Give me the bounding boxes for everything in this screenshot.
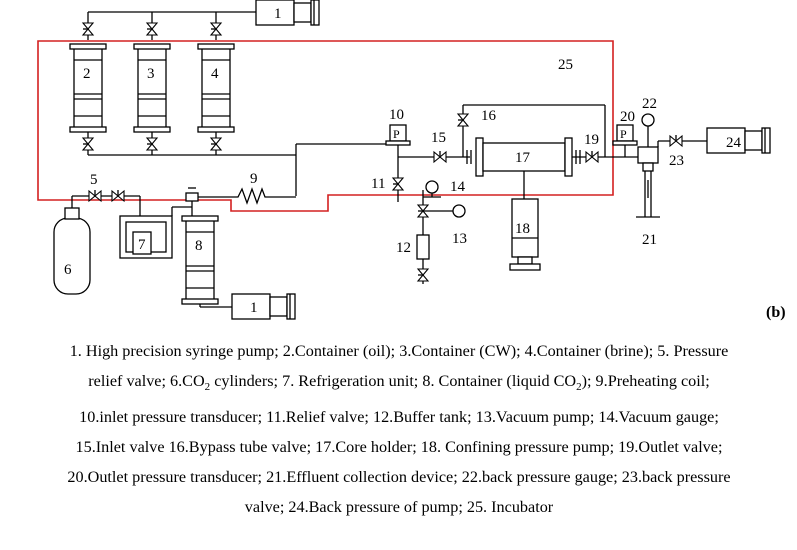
caption-line-5: 20.Outlet pressure transducer; 21.Efflue…: [67, 468, 731, 487]
caption-line-2: relief valve; 6.CO2 cylinders; 7. Refrig…: [88, 372, 710, 394]
syringe-pump-bottom: [231, 293, 296, 320]
vacuum-gauge: [425, 180, 439, 194]
label-confining-pump: 18: [515, 221, 530, 237]
confining-pressure-pump: [509, 198, 541, 271]
label-back-pressure-pump: 24: [726, 135, 742, 151]
label-back-pressure-valve: 23: [669, 153, 684, 169]
back-pressure-gauge: [641, 113, 655, 127]
experimental-setup-diagram: 1 2 3 4 6 5 7 8: [37, 0, 771, 320]
label-bypass-valve: 16: [481, 108, 497, 124]
caption-line-4: 15.Inlet valve 16.Bypass tube valve; 17.…: [75, 438, 723, 457]
incubator-boundary: [37, 40, 614, 212]
valve-bottom-3: [146, 137, 158, 151]
caption-line-3: 10.inlet pressure transducer; 11.Relief …: [79, 408, 719, 427]
label-core-holder: 17: [515, 150, 531, 166]
core-holder: [475, 137, 573, 177]
container-cw: [133, 43, 171, 133]
preheating-coil: [231, 187, 296, 205]
label-inlet-pressure-transducer: 10: [389, 107, 404, 123]
label-co2-cylinder: 6: [64, 262, 72, 278]
valve-bottom-4: [210, 137, 222, 151]
back-pressure-valve: [669, 134, 683, 147]
symbol-p-10: P: [393, 127, 400, 141]
container-liquid-co2: [181, 215, 219, 305]
refrigeration-unit: [119, 215, 173, 259]
label-relief-valve-11: 11: [371, 176, 385, 192]
inlet-pressure-transducer: [385, 124, 411, 146]
label-preheating-coil: 9: [250, 171, 258, 187]
effluent-collection-device: [636, 171, 660, 218]
buffer-tank: [416, 234, 430, 260]
caption-line-6: valve; 24.Back pressure of pump; 25. Inc…: [244, 498, 554, 517]
caption-line-1: 1. High precision syringe pump; 2.Contai…: [69, 342, 729, 360]
label-inlet-valve: 15: [431, 130, 446, 146]
label-container-liquid-co2: 8: [195, 238, 203, 254]
label-syringe-pump-top: 1: [274, 6, 282, 22]
vacuum-pump: [452, 204, 466, 218]
label-refrigeration-unit: 7: [138, 237, 146, 253]
back-pressure-pump: [706, 127, 771, 154]
label-vacuum-pump: 13: [452, 231, 467, 247]
label-syringe-pump-bottom: 1: [250, 300, 258, 316]
valve-top-4: [210, 22, 222, 36]
inlet-valve-8: [185, 187, 199, 202]
label-container-brine: 4: [211, 66, 219, 82]
syringe-pump-top: [88, 0, 320, 26]
container-brine: [197, 43, 235, 133]
valve-bottom-2: [82, 137, 94, 151]
valve-top-3: [146, 22, 158, 36]
label-back-pressure-gauge: 22: [642, 96, 657, 112]
relief-valve-11: [392, 177, 404, 191]
panel-label: (b): [766, 304, 786, 321]
label-outlet-valve: 19: [584, 132, 599, 148]
label-container-oil: 2: [83, 66, 91, 82]
inlet-valve-15: [433, 150, 447, 163]
label-effluent-collector: 21: [642, 232, 657, 248]
label-vacuum-gauge: 14: [450, 179, 466, 195]
label-outlet-transducer: 20: [620, 109, 635, 125]
buffer-tank-valve: [417, 268, 429, 282]
symbol-p-20: P: [620, 127, 627, 141]
outlet-pressure-transducer: [612, 124, 638, 146]
label-buffer-tank: 12: [396, 240, 411, 256]
outlet-valve: [585, 150, 599, 163]
label-incubator: 25: [558, 57, 573, 73]
valve-top-2: [82, 22, 94, 36]
co2-cylinder: [53, 207, 91, 295]
bypass-valve: [457, 113, 469, 127]
back-pressure-regulator: [637, 146, 659, 172]
label-relief-valve: 5: [90, 172, 98, 188]
container-oil: [69, 43, 107, 133]
label-container-cw: 3: [147, 66, 155, 82]
figure-caption: 1. High precision syringe pump; 2.Contai…: [4, 336, 794, 522]
